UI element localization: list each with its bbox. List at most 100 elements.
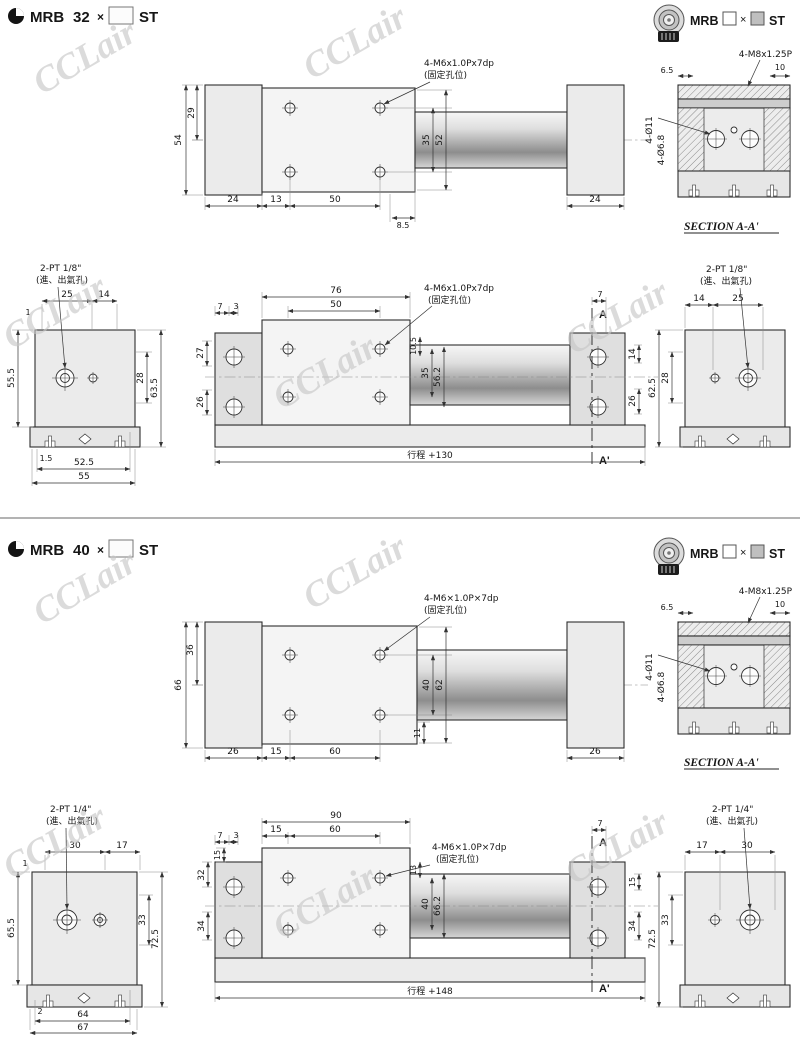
series-label: MRB [30, 9, 64, 26]
bolt-hole [739, 128, 761, 150]
bolt-hole [705, 128, 727, 150]
mrb32-section-aa-view: 6.5 10 4-M8x1.25P 4-Ø11 4-Ø6.8 SECTION A… [644, 50, 793, 234]
dim-label: 13 [409, 865, 418, 875]
port-callout-note: (進、出氣孔) [36, 274, 88, 286]
series-label: MRB [30, 542, 64, 559]
dim-label: 1 [22, 859, 27, 868]
multiply-sign: × [97, 10, 104, 24]
dim-label: 26 [227, 747, 239, 757]
t-slot [114, 435, 126, 448]
t-slot [694, 435, 706, 448]
port-callout-note: (進、出氣孔) [700, 275, 752, 287]
mrb32-brand-logo: MRB × ST [653, 4, 785, 42]
dim-label: 25 [61, 290, 72, 300]
dim-label: 35 [422, 134, 432, 145]
section-plate [677, 621, 791, 637]
pin-hole [92, 912, 108, 928]
bolt-hole [739, 665, 761, 687]
port-callout-note: (進、出氣孔) [46, 815, 98, 827]
bore-placeholder-box [722, 11, 737, 26]
dim-label: 13 [270, 195, 281, 205]
bore-placeholder-box [722, 544, 737, 559]
mrb40-brand-logo: MRB × ST [653, 537, 785, 575]
port-hole [736, 906, 764, 934]
end-cap [566, 621, 625, 749]
end-cap-face [31, 871, 138, 986]
dim-label: 15 [270, 747, 281, 757]
thread-callout-note: (固定孔位) [436, 853, 479, 865]
diamond-marker [726, 992, 740, 1004]
dim-label: 33 [138, 914, 148, 925]
dim-label: 52.5 [74, 458, 94, 468]
t-slot [114, 994, 126, 1008]
dim-label: 7 [597, 819, 602, 828]
dim-label: 17 [696, 841, 707, 851]
thread-callout: 4-M8x1.25P [739, 50, 793, 60]
port-callout-note: (進、出氣孔) [706, 815, 758, 827]
port-callout: 2-PT 1/4" [712, 805, 753, 815]
mounting-hole [372, 870, 388, 886]
dim-label: 26 [196, 396, 206, 408]
cylinder-tube [416, 649, 568, 721]
thread-callout: 4-M6×1.0P×7dp [424, 594, 499, 604]
section-plate [677, 84, 791, 100]
mounting-hole [282, 100, 298, 116]
dim-label: 17 [116, 841, 127, 851]
stroke-placeholder-shaded-box [750, 11, 765, 26]
dim-label: 28 [661, 372, 671, 384]
section-letter: A' [599, 455, 610, 467]
cylinder-tube [409, 344, 571, 406]
mounting-hole [282, 647, 298, 663]
stroke-placeholder-box [108, 539, 134, 558]
suffix-label: ST [139, 9, 158, 26]
logo-suffix-label: ST [769, 547, 785, 561]
dim-label: 32 [197, 869, 207, 880]
dim-label: 10 [775, 63, 785, 72]
dim-label: 34 [197, 920, 207, 932]
logo-series-label: MRB [690, 547, 718, 561]
t-slot [766, 721, 778, 735]
dim-label: 63.5 [150, 378, 160, 398]
thread-callout: 4-M8x1.25P [739, 587, 793, 597]
thread-callout: 4-M6×1.0P×7dp [432, 843, 507, 853]
port-hole [587, 396, 609, 418]
logo-suffix-label: ST [769, 14, 785, 28]
mounting-hole [282, 707, 298, 723]
mounting-hole [372, 341, 388, 357]
dim-label: 60 [329, 747, 341, 757]
bore-label: 40 [73, 542, 90, 559]
dim-label: 1.5 [40, 454, 53, 463]
dim-label: 72.5 [151, 929, 161, 949]
t-slot [759, 435, 771, 448]
hole-callout: 4-Ø6.8 [656, 135, 667, 166]
dim-label: 50 [330, 300, 342, 310]
t-slot [728, 721, 740, 735]
dim-label: 66 [174, 679, 184, 691]
mounting-hole [280, 341, 296, 357]
stroke-dim-label: 行程 +130 [407, 449, 453, 461]
port-hole [735, 365, 761, 391]
base-rail [214, 424, 646, 448]
t-slot [688, 184, 700, 198]
diamond-marker [77, 992, 91, 1004]
dim-label: 34 [628, 920, 638, 932]
dim-label: 52 [435, 134, 445, 145]
bolt-hole [705, 665, 727, 687]
end-cap-face [684, 871, 786, 986]
port-callout: 2-PT 1/8" [40, 264, 81, 274]
dim-label: 29 [187, 107, 197, 119]
mounting-hole [372, 389, 388, 405]
dim-label: 56.2 [433, 367, 443, 387]
t-slot [44, 435, 56, 448]
mrb40-section-aa-view: 6.5 10 4-M8x1.25P 4-Ø11 4-Ø6.8 SECTION A… [644, 587, 793, 770]
dim-label: 25 [732, 294, 743, 304]
port-hole [587, 346, 609, 368]
thread-callout: 4-M6x1.0Px7dp [424, 284, 494, 294]
port-hole [53, 906, 81, 934]
dim-label: 11 [413, 728, 422, 738]
mrb40-side-view: A A' 7 3 90 15 60 4-M6×1.0P×7dp (固定孔位) 7… [197, 811, 658, 1002]
mrb40-left-end-view: 30 17 1 65.5 33 72.5 2 64 67 2-PT 1/4" (… [7, 805, 168, 1036]
dim-label: 8.5 [397, 221, 410, 230]
